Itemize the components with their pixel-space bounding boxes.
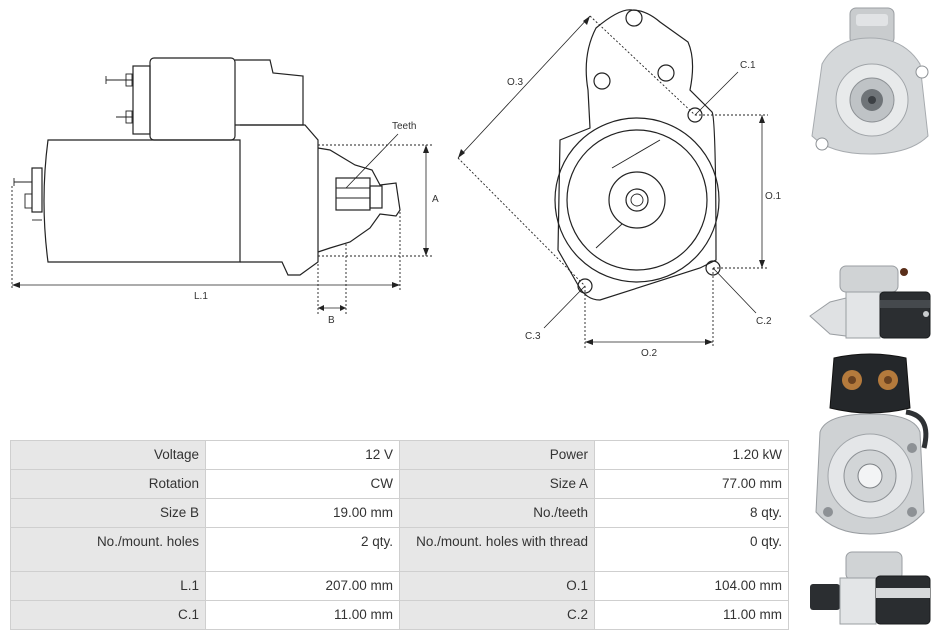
flange-hole-left bbox=[593, 72, 611, 90]
table-row: No./mount. holes 2 qty. No./mount. holes… bbox=[10, 527, 789, 572]
label-o3: O.3 bbox=[507, 77, 524, 88]
spec-label: Voltage bbox=[10, 440, 206, 470]
label-c1: C.1 bbox=[740, 60, 756, 71]
c3-leader bbox=[543, 285, 586, 329]
table-row: L.1 207.00 mm O.1 104.00 mm bbox=[10, 571, 789, 601]
pinion-gear bbox=[335, 177, 371, 211]
housing-inner bbox=[566, 129, 708, 271]
technical-drawing: A L.1 B Teeth bbox=[11, 9, 782, 359]
table-row: C.1 11.00 mm C.2 11.00 mm bbox=[10, 600, 789, 630]
specifications-table: Voltage 12 V Power 1.20 kW Rotation CW S… bbox=[10, 440, 789, 630]
front-view: O.3 O.1 O.2 C.1 C.2 C.3 bbox=[457, 9, 782, 359]
shaft bbox=[625, 188, 649, 212]
spec-label: Size B bbox=[10, 498, 206, 528]
table-row: Size B 19.00 mm No./teeth 8 qty. bbox=[10, 498, 789, 528]
spec-value: 8 qty. bbox=[594, 498, 789, 528]
photo-rear-view bbox=[815, 353, 929, 535]
solenoid-body bbox=[149, 57, 236, 141]
spec-value: 11.00 mm bbox=[205, 600, 400, 630]
spec-label: C.1 bbox=[10, 600, 206, 630]
table-row: Voltage 12 V Power 1.20 kW bbox=[10, 440, 789, 470]
spec-label: L.1 bbox=[10, 571, 206, 601]
mounting-flange bbox=[557, 9, 717, 301]
spec-value: 12 V bbox=[205, 440, 400, 470]
solenoid-bracket bbox=[235, 59, 304, 126]
spec-value: 207.00 mm bbox=[205, 571, 400, 601]
mount-hole-c2 bbox=[705, 260, 721, 276]
spec-label: O.1 bbox=[399, 571, 595, 601]
label-c3: C.3 bbox=[525, 331, 541, 342]
label-a: A bbox=[432, 194, 439, 205]
solenoid-cap bbox=[132, 65, 151, 135]
photo-angle-view bbox=[810, 551, 931, 625]
flange-hole-right bbox=[657, 64, 675, 82]
dimension-o3-line bbox=[457, 15, 591, 159]
spec-value: CW bbox=[205, 469, 400, 499]
spec-label: Rotation bbox=[10, 469, 206, 499]
spec-label: No./mount. holes bbox=[10, 527, 206, 572]
mount-hole-c3 bbox=[577, 278, 593, 294]
side-view: A L.1 B Teeth bbox=[11, 57, 439, 326]
nose-housing bbox=[317, 147, 401, 253]
housing-outer bbox=[554, 117, 720, 283]
spec-label: No./mount. holes with thread bbox=[399, 527, 595, 572]
photo-side-view bbox=[809, 265, 931, 339]
motor-endcap bbox=[31, 167, 43, 213]
photo-front-view bbox=[811, 7, 929, 155]
spec-value: 11.00 mm bbox=[594, 600, 789, 630]
spec-value: 1.20 kW bbox=[594, 440, 789, 470]
top-boss-hole bbox=[625, 9, 643, 27]
spec-label: No./teeth bbox=[399, 498, 595, 528]
mount-hole-c1 bbox=[687, 107, 703, 123]
spec-value: 77.00 mm bbox=[594, 469, 789, 499]
label-c2: C.2 bbox=[756, 316, 772, 327]
bearing-ring bbox=[608, 171, 666, 229]
spec-label: Power bbox=[399, 440, 595, 470]
spec-value: 2 qty. bbox=[205, 527, 400, 572]
spec-value: 19.00 mm bbox=[205, 498, 400, 528]
motor-body bbox=[43, 139, 241, 263]
label-o2: O.2 bbox=[641, 348, 658, 359]
label-o1: O.1 bbox=[765, 191, 782, 202]
spec-value: 104.00 mm bbox=[594, 571, 789, 601]
spec-label: C.2 bbox=[399, 600, 595, 630]
spec-label: Size A bbox=[399, 469, 595, 499]
label-teeth: Teeth bbox=[392, 121, 416, 132]
label-b: B bbox=[328, 315, 335, 326]
spec-value: 0 qty. bbox=[594, 527, 789, 572]
table-row: Rotation CW Size A 77.00 mm bbox=[10, 469, 789, 499]
drive-housing bbox=[240, 124, 319, 276]
label-l1: L.1 bbox=[194, 291, 208, 302]
c1-leader bbox=[694, 71, 739, 116]
shaft-tip bbox=[369, 185, 383, 209]
c2-leader bbox=[712, 267, 757, 314]
teeth-leader bbox=[345, 133, 399, 189]
